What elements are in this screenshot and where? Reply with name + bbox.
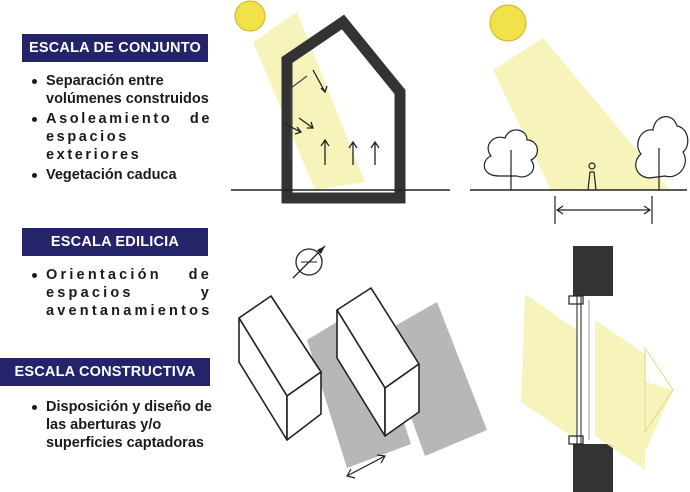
sun-icon: [234, 0, 266, 32]
bullet-icon: [32, 79, 37, 84]
house-wall: [281, 14, 406, 204]
building-volume: [238, 295, 322, 441]
wall-lower: [573, 444, 613, 492]
house-section-diagram: [231, 0, 450, 204]
list-item: Separación entre volúmenes construidos: [30, 72, 212, 108]
list-item: Vegetación caduca: [30, 166, 212, 184]
section-header-conjunto: ESCALA DE CONJUNTO: [22, 34, 208, 62]
list-item: Orientación de espacios y aventanamiento…: [30, 266, 212, 320]
sun-icon: [489, 4, 527, 42]
person-icon: [587, 162, 597, 191]
sun-ray-band: [595, 320, 673, 470]
bullet-icon: [32, 273, 37, 278]
list-item: Disposición y diseño de las aberturas y/…: [30, 398, 212, 452]
building-volume: [336, 287, 420, 437]
section-header-edilicia: ESCALA EDILICIA: [22, 228, 208, 256]
list-item: Asoleamiento de espacios exteriores: [30, 110, 212, 164]
sun-ray-band: [253, 12, 365, 190]
list-edilicia: Orientación de espacios y aventanamiento…: [30, 266, 212, 320]
section-header-constructiva: ESCALA CONSTRUCTIVA: [0, 358, 210, 386]
illustrations: [231, 0, 689, 492]
sun-ray-band: [521, 294, 577, 440]
bullet-icon: [32, 405, 37, 410]
bullet-icon: [32, 173, 37, 178]
north-compass-icon: [292, 245, 326, 279]
tree-icon: [483, 129, 538, 190]
list-conjunto: Separación entre volúmenes construidos A…: [30, 72, 212, 184]
outdoor-sun-diagram: [470, 4, 689, 224]
tree-icon: [635, 116, 689, 190]
dimension-arrow: [346, 454, 386, 479]
aperture-section-diagram: [521, 246, 674, 492]
dimension-arrow: [554, 196, 653, 224]
list-constructiva: Disposición y diseño de las aberturas y/…: [30, 398, 212, 452]
arrow-icon: [284, 69, 380, 165]
bullet-icon: [32, 117, 37, 122]
wall-upper: [573, 246, 613, 296]
legend-panel: ESCALA DE CONJUNTO Separación entre volú…: [0, 0, 225, 492]
building-volumes-diagram: [238, 245, 487, 479]
shadow: [381, 302, 487, 456]
